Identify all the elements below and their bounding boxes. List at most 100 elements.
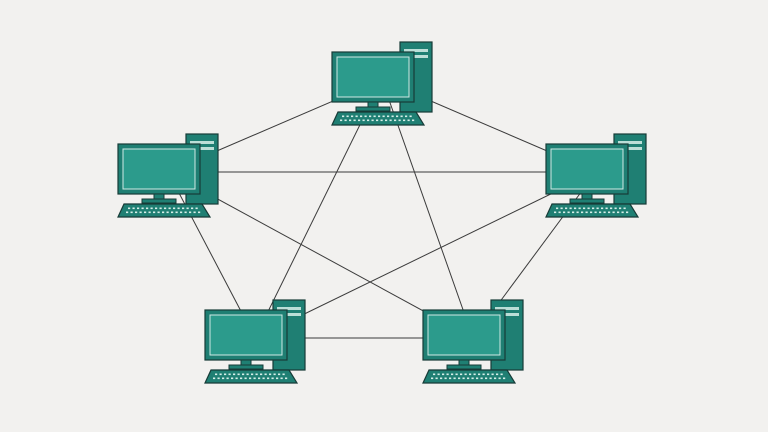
keyboard-key [184, 211, 187, 214]
keyboard-key [215, 373, 218, 376]
keyboard-key [431, 377, 434, 380]
keyboard-key [186, 207, 189, 210]
desktop-computer-icon [422, 299, 524, 384]
keyboard-key [594, 211, 597, 214]
keyboard-key [556, 207, 559, 210]
keyboard-key [558, 211, 561, 214]
monitor-screen [427, 314, 501, 356]
keyboard-key [198, 211, 201, 214]
keyboard-key [242, 373, 245, 376]
keyboard-key [464, 373, 467, 376]
keyboard-key [489, 377, 492, 380]
keyboard-key [219, 373, 222, 376]
keyboard-key [610, 207, 613, 210]
keyboard-key [153, 211, 156, 214]
keyboard-key [462, 377, 465, 380]
keyboard-key [503, 377, 506, 380]
drive-bay [495, 313, 519, 316]
keyboard-key [455, 373, 458, 376]
keyboard-key [387, 115, 390, 118]
keyboard-key [596, 207, 599, 210]
keyboard-key [487, 373, 490, 376]
keyboard-key [385, 119, 388, 122]
keyboard-key [139, 211, 142, 214]
keyboard-key [563, 211, 566, 214]
keyboard-key [601, 207, 604, 210]
keyboard-key [572, 211, 575, 214]
drive-bay [618, 147, 642, 150]
keyboard-key [451, 373, 454, 376]
keyboard-key [407, 119, 410, 122]
keyboard-key [264, 373, 267, 376]
keyboard-key [371, 119, 374, 122]
keyboard-key [473, 373, 476, 376]
keyboard-key [282, 373, 285, 376]
desktop-computer-icon [117, 133, 219, 218]
keyboard-key [619, 207, 622, 210]
desktop-computer-icon [545, 133, 647, 218]
keyboard-key [382, 115, 385, 118]
monitor-base [446, 364, 482, 370]
keyboard-key [213, 377, 216, 380]
keyboard-key [373, 115, 376, 118]
keyboard-key [585, 211, 588, 214]
keyboard-key [168, 207, 171, 210]
keyboard-key [614, 207, 617, 210]
monitor-base [141, 198, 177, 204]
monitor-base [355, 106, 391, 112]
keyboard-key [409, 115, 412, 118]
keyboard-key [285, 377, 288, 380]
keyboard-key [132, 207, 135, 210]
keyboard-key [403, 119, 406, 122]
desktop-computer-icon [331, 41, 433, 126]
drive-bay [404, 55, 428, 58]
keyboard-key [258, 377, 261, 380]
keyboard-key [498, 377, 501, 380]
keyboard-key [222, 377, 225, 380]
keyboard-key [367, 119, 370, 122]
keyboard-key [581, 211, 584, 214]
keyboard-key [240, 377, 243, 380]
keyboard-key [278, 373, 281, 376]
keyboard-key [378, 115, 381, 118]
keyboard-key [195, 207, 198, 210]
keyboard-key [355, 115, 358, 118]
keyboard-key [440, 377, 443, 380]
keyboard-key [567, 211, 570, 214]
keyboard-key [224, 373, 227, 376]
keyboard-key [476, 377, 479, 380]
monitor-screen [122, 148, 196, 190]
keyboard-key [249, 377, 252, 380]
keyboard-key [360, 115, 363, 118]
keyboard-key [494, 377, 497, 380]
keyboard-key [269, 373, 272, 376]
keyboard-key [135, 211, 138, 214]
keyboard-key [583, 207, 586, 210]
keyboard-key [146, 207, 149, 210]
keyboard-key [255, 373, 258, 376]
keyboard-key [193, 211, 196, 214]
keyboard-key [191, 207, 194, 210]
keyboard-key [137, 207, 140, 210]
keyboard-key [141, 207, 144, 210]
keyboard-key [480, 377, 483, 380]
keyboard-key [398, 119, 401, 122]
keyboard-key [369, 115, 372, 118]
keyboard-key [180, 211, 183, 214]
keyboard-key [182, 207, 185, 210]
keyboard-key [344, 119, 347, 122]
nodes-layer [117, 41, 647, 384]
keyboard-key [217, 377, 220, 380]
keyboard-key [396, 115, 399, 118]
keyboard-key [626, 211, 629, 214]
keyboard-key [389, 119, 392, 122]
drive-bay [618, 141, 642, 144]
keyboard-key [144, 211, 147, 214]
keyboard-key [246, 373, 249, 376]
keyboard-key [460, 373, 463, 376]
keyboard [117, 203, 212, 218]
keyboard-key [130, 211, 133, 214]
keyboard-key [376, 119, 379, 122]
keyboard-key [444, 377, 447, 380]
